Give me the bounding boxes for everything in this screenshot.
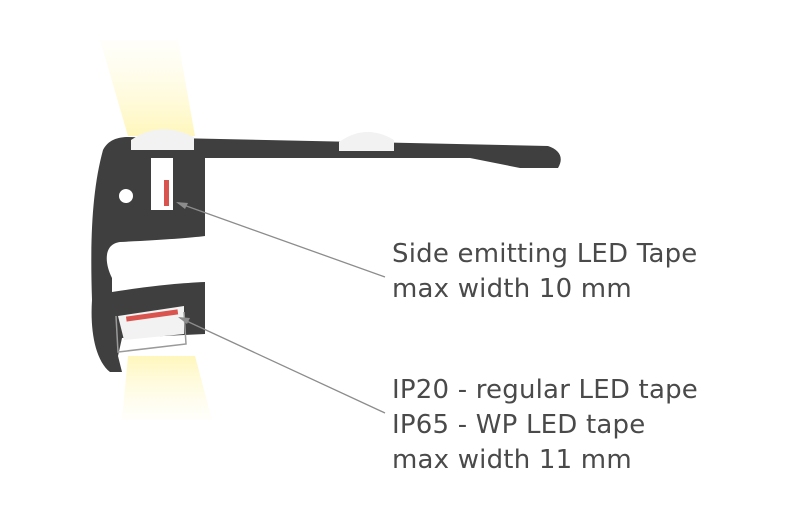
bottom-led-tape	[125, 309, 179, 322]
bottom-ip20-label: IP20 - regular LED tape	[392, 375, 698, 405]
aluminum-profile	[91, 137, 561, 372]
bottom-emitting-width: max width 11 mm	[392, 445, 632, 475]
bottom-emitting-callout: IP20 - regular LED tape IP65 - WP LED ta…	[392, 373, 698, 478]
top-left-lens	[131, 129, 194, 150]
top-right-lens	[339, 131, 394, 151]
bottom-leader-line	[179, 317, 386, 414]
bottom-ip65-label: IP65 - WP LED tape	[392, 410, 646, 440]
side-emitting-callout: Side emitting LED Tape max width 10 mm	[392, 237, 698, 307]
bottom-leader-arrow	[178, 317, 190, 324]
side-emitting-width: max width 10 mm	[392, 274, 632, 304]
side-led-tape	[164, 180, 169, 206]
bottom-light-beam	[122, 356, 212, 420]
bottom-channel-bracket	[115, 311, 187, 353]
side-leader-line	[177, 202, 386, 278]
top-light-beam	[100, 40, 195, 136]
side-emitting-title: Side emitting LED Tape	[392, 239, 698, 269]
side-leader-arrow	[176, 202, 188, 209]
